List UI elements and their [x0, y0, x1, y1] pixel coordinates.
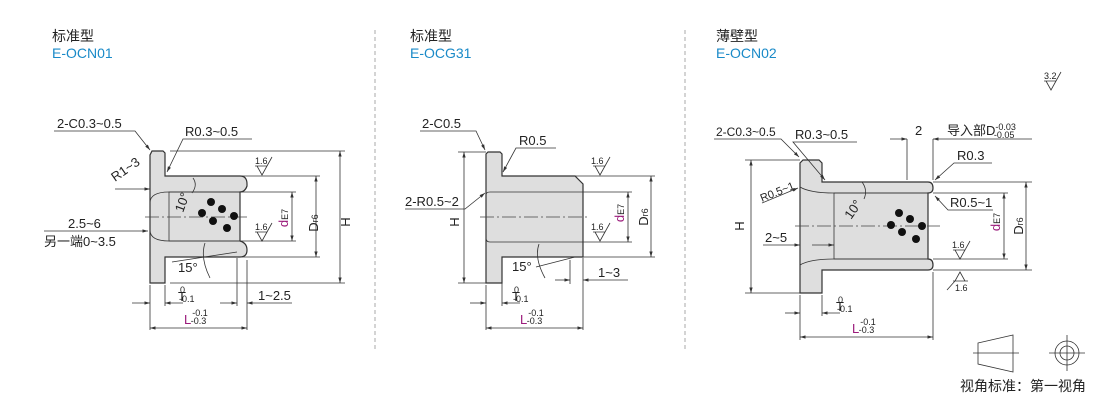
roughness-top: 1.6	[591, 156, 604, 166]
l-dimension: L-0.1-0.3	[520, 308, 544, 327]
projection-label: 视角标准：第一视角	[960, 378, 1086, 394]
d-inner-dimension: dE7	[612, 204, 627, 222]
part-code: E-OCN02	[716, 45, 777, 61]
l-dimension: L-0.1-0.3	[184, 308, 208, 327]
roughness-bore: 1.6	[255, 222, 268, 232]
roughness-bore: 1.6	[952, 240, 965, 250]
end-length-dimension: 1~2.5	[258, 288, 291, 303]
chamfer-label: 2-C0.5	[422, 116, 461, 131]
graphite-plugs	[198, 198, 238, 232]
chamfer-label: 2-C0.3~0.5	[57, 116, 122, 131]
d-inner-dimension: dE7	[276, 209, 291, 227]
angle-top-label: 10°	[172, 190, 193, 214]
lead-dimension: 导入部D-0.03-0.05	[947, 122, 1016, 140]
type-label: 标准型	[52, 28, 94, 44]
end-length-dimension: 1~3	[598, 265, 620, 280]
chamfer-label: 2-C0.3~0.5	[716, 125, 776, 139]
panel-e-ocg31: 标准型 E-OCG31 2-C0.5 R0.5 2-R0.5~2 H Dr6 d…	[405, 28, 655, 330]
other-end-label: 另一端0~3.5	[44, 234, 116, 249]
fillet-label: R1~3	[108, 154, 142, 184]
graphite-insert	[168, 191, 241, 242]
bushing-section	[485, 151, 584, 284]
h-dimension: H	[732, 221, 747, 230]
type-label: 标准型	[410, 28, 452, 44]
t-dimension: T0-0.1	[512, 285, 528, 304]
radius-label: R0.3~0.5	[185, 124, 238, 139]
h-dimension: H	[447, 217, 462, 226]
radius-label: R0.5	[519, 133, 546, 148]
h-dimension: H	[338, 217, 353, 226]
fillet-label: 2-R0.5~2	[405, 194, 459, 209]
type-label: 薄壁型	[716, 28, 758, 44]
inner-radius-label: R0.5~1	[950, 195, 992, 210]
l-dimension: L-0.1-0.3	[852, 317, 876, 336]
t-dimension: T0-0.1	[178, 285, 194, 304]
angle-bottom-label: 15°	[178, 260, 198, 275]
angle-bottom-label: 15°	[512, 259, 532, 274]
part-code: E-OCG31	[410, 45, 472, 61]
d-outer-dimension: Dr6	[636, 208, 651, 225]
d-outer-dimension: Dr6	[1011, 217, 1026, 234]
radius-label: R0.3~0.5	[795, 127, 848, 142]
first-angle-projection-symbol: 视角标准：第一视角	[960, 334, 1086, 394]
graphite-plugs	[887, 209, 926, 243]
panel-e-ocn01: 标准型 E-OCN01 2-C0.3~0.5 R0.3~0.5 R1~3 10°…	[44, 28, 353, 330]
lead-length-dimension: 2	[915, 123, 922, 138]
d-inner-dimension: dE7	[988, 213, 1003, 231]
roughness-outer: 1.6	[955, 283, 968, 293]
d-outer-dimension: Dr6	[306, 214, 321, 231]
general-roughness: 3.2	[1044, 71, 1057, 81]
bushing-section	[799, 159, 934, 294]
offset-label: 2.5~6	[68, 216, 101, 231]
roughness-bore: 1.6	[591, 222, 604, 232]
fillet-label: R0.5~1	[759, 180, 797, 205]
end-radius-label: R0.3	[957, 148, 984, 163]
t-dimension: T0-0.1	[836, 295, 852, 314]
panel-e-ocn02: 薄壁型 E-OCN02 3.2 2-C0.3~0.5 R0.3~0.5 2 导入…	[714, 28, 1062, 340]
part-code: E-OCN01	[52, 45, 113, 61]
offset-label: 2~5	[765, 230, 787, 245]
roughness-top: 1.6	[255, 156, 268, 166]
